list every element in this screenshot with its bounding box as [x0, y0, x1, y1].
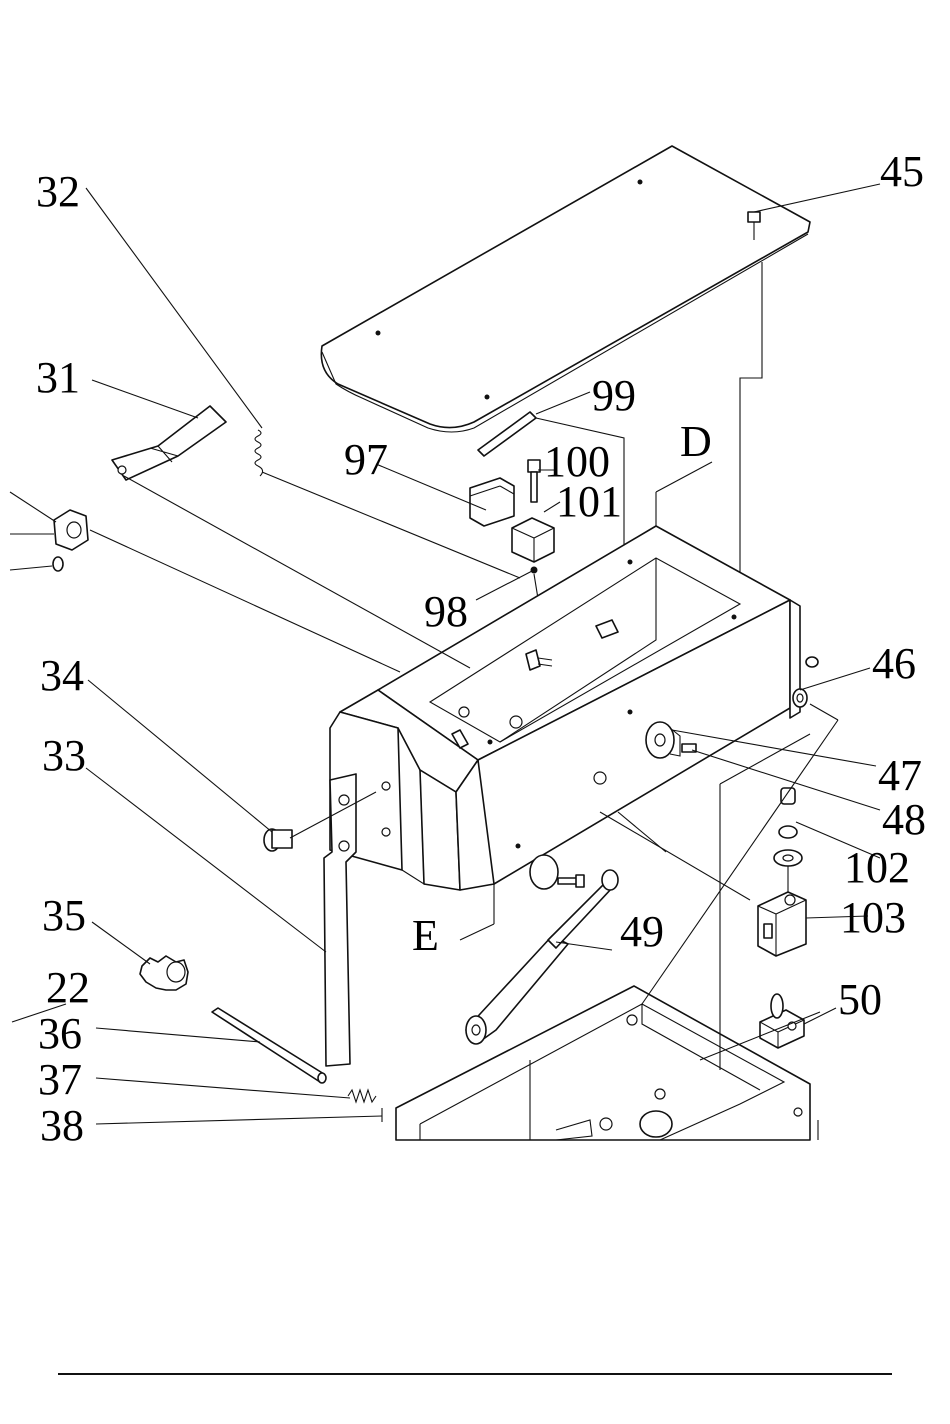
label-102: 102 — [844, 843, 910, 892]
label-33: 33 — [42, 731, 86, 780]
bolt-100 — [528, 460, 540, 502]
main-housing-46 — [330, 526, 800, 890]
label-36: 36 — [38, 1009, 82, 1058]
shaft-36 — [212, 1008, 326, 1083]
lever-31 — [112, 406, 226, 480]
label-34: 34 — [40, 651, 84, 700]
gear-35 — [140, 956, 188, 990]
bolt-102 — [774, 788, 802, 892]
label-46: 46 — [872, 639, 916, 688]
label-35: 35 — [42, 891, 86, 940]
label-31: 31 — [36, 353, 80, 402]
base-housing — [396, 986, 818, 1140]
spring-32 — [255, 430, 263, 476]
spring-37 — [348, 1090, 376, 1102]
label-50: 50 — [838, 975, 882, 1024]
label-97: 97 — [344, 435, 388, 484]
label-101: 101 — [556, 477, 622, 526]
block-103 — [758, 892, 806, 956]
label-103: 103 — [840, 893, 906, 942]
pin-34 — [264, 829, 292, 851]
label-49: 49 — [620, 907, 664, 956]
label-47: 47 — [878, 751, 922, 800]
bracket-97 — [470, 478, 514, 526]
label-45: 45 — [880, 147, 924, 196]
label-38: 38 — [40, 1101, 84, 1150]
label-37: 37 — [38, 1055, 82, 1104]
nut-left — [53, 510, 88, 571]
label-22: 22 — [46, 963, 90, 1012]
block-101 — [512, 518, 554, 562]
label-32: 32 — [36, 167, 80, 216]
cover-plate-45 — [321, 146, 810, 432]
label-D: D — [680, 417, 712, 466]
roller-lower — [530, 855, 584, 889]
label-99: 99 — [592, 371, 636, 420]
label-E: E — [412, 911, 439, 960]
label-48: 48 — [882, 795, 926, 844]
rod-99 — [478, 412, 536, 456]
label-98: 98 — [424, 587, 468, 636]
